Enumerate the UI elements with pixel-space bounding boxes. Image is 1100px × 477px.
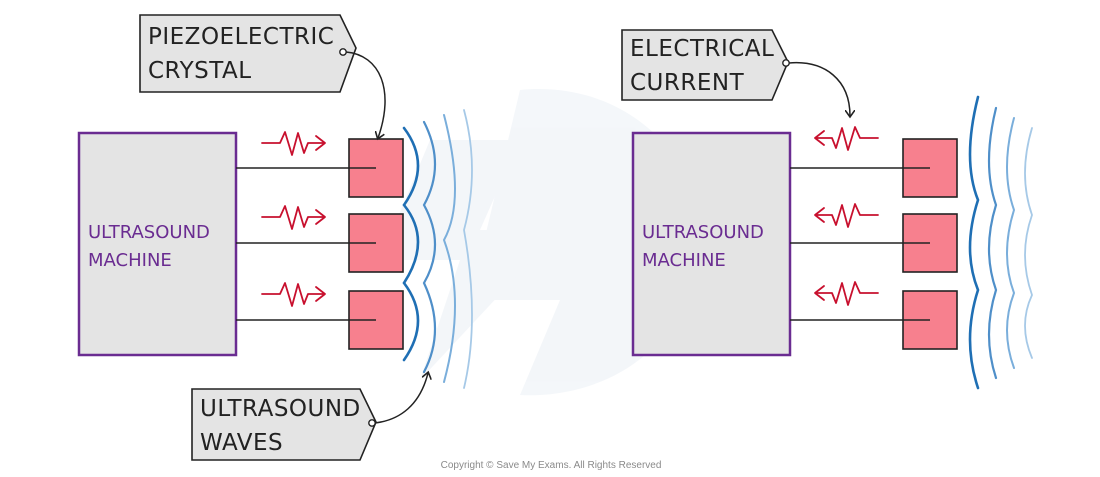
left-panel: ULTRASOUND MACHINE <box>77 14 473 461</box>
zigzag-arrow-icon <box>261 131 326 156</box>
signal-arrows-incoming <box>814 126 879 306</box>
crystal-tag-line2: CRYSTAL <box>148 58 252 84</box>
signal-arrows-outgoing <box>261 131 326 307</box>
electrical-current-tag: ELECTRICAL CURRENT <box>621 29 850 116</box>
ultrasound-waves-tag: ULTRASOUND WAVES <box>191 373 428 461</box>
right-panel: ULTRASOUND MACHINE <box>621 29 1033 390</box>
ultrasound-machine-box <box>77 131 238 357</box>
copyright-notice: Copyright © Save My Exams. All Rights Re… <box>441 460 662 471</box>
waves-tag-line2: WAVES <box>200 430 283 456</box>
current-tag-line2: CURRENT <box>630 70 745 96</box>
machine-label-line1: ULTRASOUND <box>88 222 210 243</box>
machine-label-line2: MACHINE <box>88 250 172 271</box>
piezoelectric-crystal-tag: PIEZOELECTRIC CRYSTAL <box>139 14 386 138</box>
returning-ultrasound-waves <box>968 95 1033 390</box>
zigzag-arrow-icon <box>814 126 879 151</box>
current-tag-line1: ELECTRICAL <box>630 36 774 62</box>
zigzag-arrow-icon <box>261 205 326 230</box>
piezoelectric-crystals <box>902 138 958 350</box>
ultrasound-waves <box>402 109 473 389</box>
zigzag-arrow-icon <box>814 203 879 228</box>
machine-label-line2: MACHINE <box>642 250 726 271</box>
machine-label-line1: ULTRASOUND <box>642 222 764 243</box>
ultrasound-machine-box <box>631 131 792 357</box>
zigzag-arrow-icon <box>814 281 879 306</box>
zigzag-arrow-icon <box>261 282 326 307</box>
waves-tag-line1: ULTRASOUND <box>200 396 361 422</box>
crystal-tag-line1: PIEZOELECTRIC <box>148 24 334 50</box>
piezoelectric-crystals <box>348 138 404 350</box>
